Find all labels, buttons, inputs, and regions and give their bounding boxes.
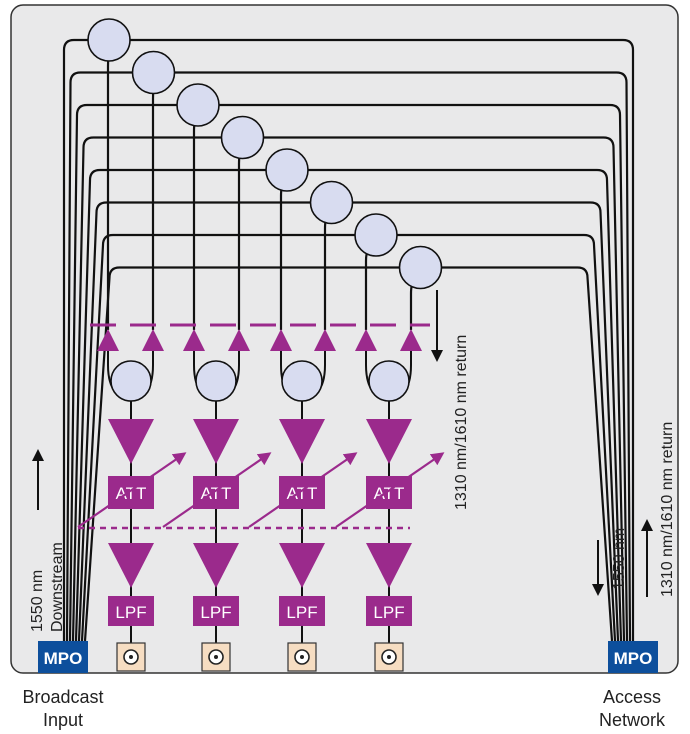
photodiode-icon bbox=[97, 329, 119, 351]
y-combiner-icon bbox=[281, 360, 323, 402]
fiber-path bbox=[83, 266, 614, 642]
low-pass-filter-label: LPF bbox=[200, 603, 231, 622]
attenuator-icon bbox=[108, 476, 154, 509]
attenuator-icon bbox=[193, 476, 239, 509]
broadcast-input-label-line2: Input bbox=[43, 710, 83, 730]
attenuator-label: ATT bbox=[201, 484, 232, 503]
wdm-coupler-icon bbox=[220, 115, 265, 160]
broadcast-input-label-line1: Broadcast bbox=[22, 687, 103, 707]
fiber-path bbox=[74, 168, 623, 642]
fiber-path bbox=[65, 71, 632, 642]
wdm-coupler-icon bbox=[176, 83, 220, 127]
equipment-panel bbox=[10, 4, 679, 674]
adjust-arrow bbox=[248, 452, 358, 528]
low-pass-filter-icon bbox=[366, 596, 412, 626]
y-combiner-icon bbox=[110, 360, 152, 402]
downstream-right-label: 1550 nm bbox=[611, 528, 628, 590]
photodiode-icon bbox=[228, 329, 250, 351]
low-pass-filter-label: LPF bbox=[115, 603, 146, 622]
rf-amplifier-icon bbox=[193, 543, 239, 588]
low-pass-filter-icon bbox=[193, 596, 239, 626]
attenuator-label: ATT bbox=[116, 484, 147, 503]
rf-amplifier-icon bbox=[279, 543, 325, 588]
mpo-left-label: MPO bbox=[44, 649, 83, 668]
coax-pin-icon bbox=[387, 655, 391, 659]
downstream-word-label: Downstream bbox=[49, 542, 66, 632]
wdm-coupler-icon bbox=[354, 213, 398, 257]
rf-amplifier-icon bbox=[279, 419, 325, 464]
wdm-coupler-icon bbox=[309, 180, 354, 225]
rf-amplifier-icon bbox=[108, 419, 154, 464]
adjust-arrow bbox=[162, 452, 272, 528]
y-combiner-icon bbox=[195, 360, 237, 402]
access-network-label-line1: Access bbox=[603, 687, 661, 707]
photodiode-icon bbox=[314, 329, 336, 351]
fiber-path bbox=[68, 103, 629, 642]
wdm-coupler-icon bbox=[131, 50, 176, 95]
access-network-label-line2: Network bbox=[599, 710, 666, 730]
mpo-right-label: MPO bbox=[614, 649, 653, 668]
coax-pin-icon bbox=[129, 655, 133, 659]
coax-pin-icon bbox=[214, 655, 218, 659]
return-label-right: 1310 nm/1610 nm return bbox=[659, 422, 676, 597]
photodiode-icon bbox=[355, 329, 377, 351]
photodiode-icon bbox=[400, 329, 422, 351]
adjust-arrow bbox=[335, 452, 445, 528]
y-combiner-icon bbox=[368, 360, 410, 402]
attenuator-icon bbox=[279, 476, 325, 509]
low-pass-filter-label: LPF bbox=[373, 603, 404, 622]
attenuator-icon bbox=[366, 476, 412, 509]
low-pass-filter-icon bbox=[108, 596, 154, 626]
mpo-connector-right: MPO bbox=[608, 641, 658, 673]
photodiode-icon bbox=[142, 329, 164, 351]
wdm-couplers bbox=[87, 18, 443, 290]
coax-pin-icon bbox=[300, 655, 304, 659]
mpo-connector-left: MPO bbox=[38, 641, 88, 673]
attenuator-label: ATT bbox=[374, 484, 405, 503]
wdm-coupler-icon bbox=[398, 245, 443, 290]
downstream-wavelength-label: 1550 nm bbox=[29, 570, 46, 632]
wdm-coupler-icon bbox=[265, 148, 309, 192]
receiver-chains: ATT LPF ATT LPF ATT LPF ATT LPF bbox=[77, 329, 445, 672]
fiber-path bbox=[80, 233, 617, 642]
low-pass-filter-icon bbox=[279, 596, 325, 626]
mpo-connector-icon bbox=[38, 641, 88, 673]
rf-amplifier-icon bbox=[366, 543, 412, 588]
fiber-path bbox=[62, 38, 635, 641]
mpo-connector-icon bbox=[608, 641, 658, 673]
rf-amplifier-icon bbox=[366, 419, 412, 464]
wdm-coupler-icon bbox=[87, 18, 131, 62]
return-label-mid: 1310 nm/1610 nm return bbox=[453, 335, 470, 510]
low-pass-filter-label: LPF bbox=[286, 603, 317, 622]
rf-amplifier-icon bbox=[108, 543, 154, 588]
photodiode-icon bbox=[183, 329, 205, 351]
fiber-path bbox=[71, 136, 626, 642]
rf-amplifier-icon bbox=[193, 419, 239, 464]
photodiode-icon bbox=[270, 329, 292, 351]
attenuator-label: ATT bbox=[287, 484, 318, 503]
adjust-arrow bbox=[77, 452, 187, 528]
